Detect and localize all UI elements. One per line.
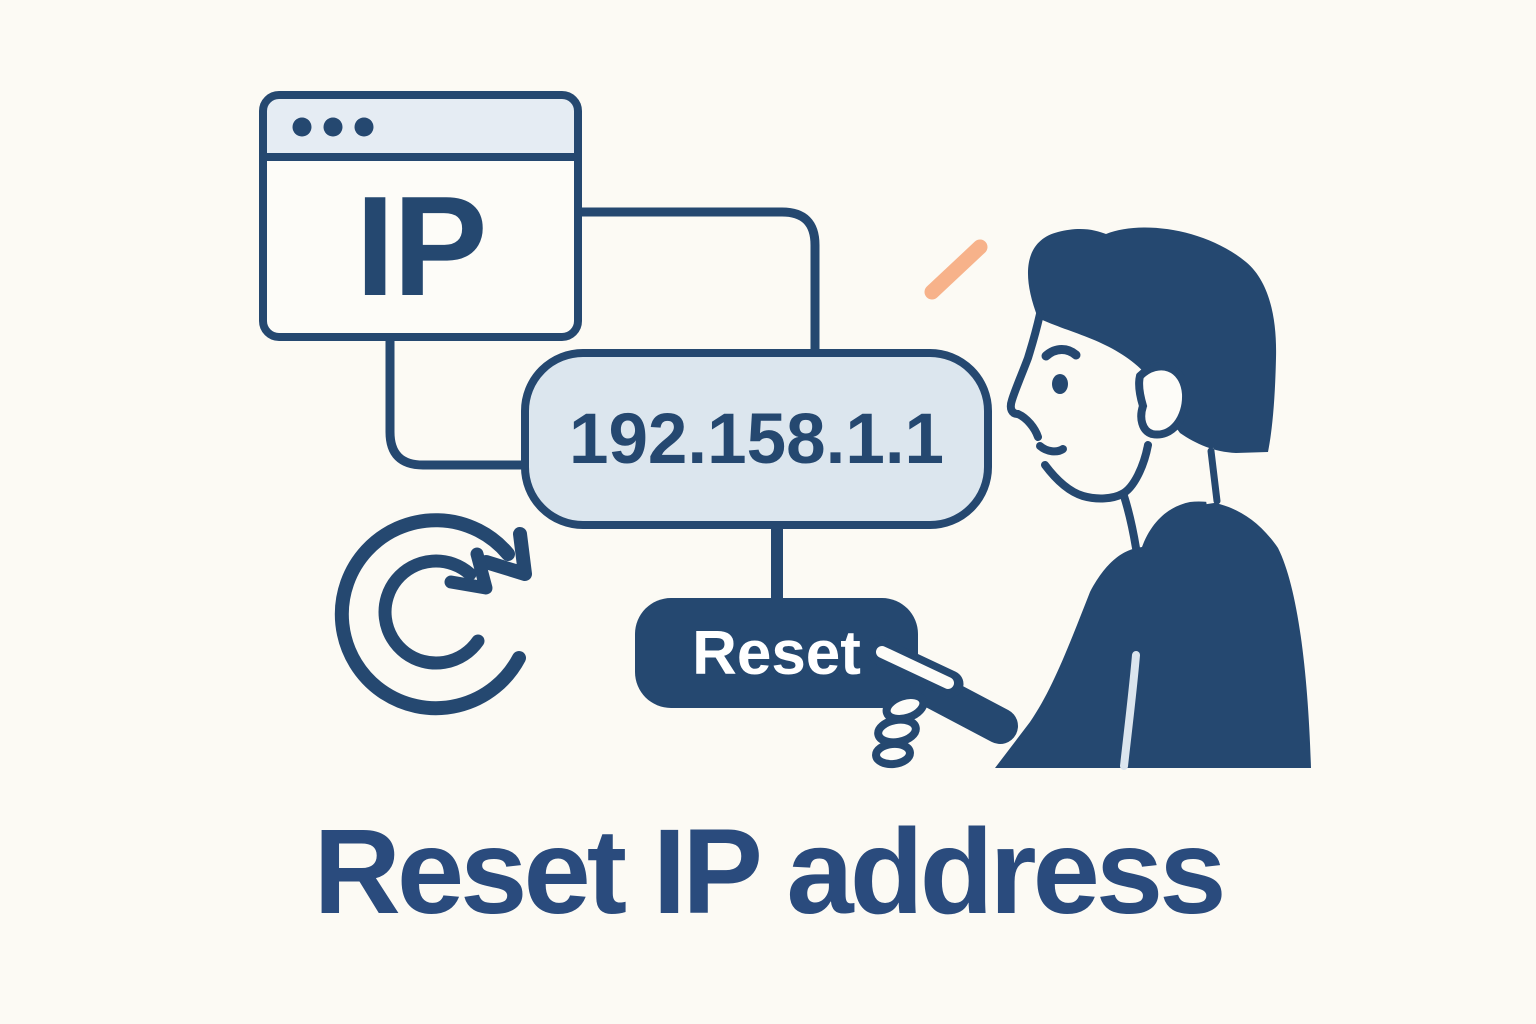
- person-hair: [1027, 227, 1277, 453]
- ip-address-value: 192.158.1.1: [568, 399, 945, 479]
- reset-button-label[interactable]: Reset: [692, 618, 861, 688]
- jacket-seam: [1120, 651, 1140, 770]
- accent-dash: [924, 239, 988, 300]
- person-eye: [1052, 374, 1068, 394]
- index-finger: [876, 646, 954, 689]
- person-ear: [1135, 362, 1191, 439]
- connector-rect-bottom-left: [385, 335, 535, 470]
- person-mouth: [1036, 442, 1067, 456]
- ip-address-pill: [521, 349, 992, 529]
- person-eyebrow: [1041, 345, 1081, 361]
- browser-header-bar: [263, 95, 578, 157]
- browser-window: [259, 91, 582, 341]
- refresh-icon: [334, 513, 532, 716]
- ip-window-label: IP: [355, 167, 487, 326]
- person-neck-back: [1207, 447, 1221, 505]
- curled-fingers: [872, 691, 928, 769]
- person-forearm: [910, 670, 1018, 744]
- person-neck-front: [1120, 492, 1140, 552]
- connector-rectangles: [385, 207, 820, 470]
- pointing-hand: [866, 637, 964, 769]
- person-illustration: [866, 227, 1311, 770]
- page-title: Reset IP address: [313, 803, 1226, 939]
- person-torso: [995, 501, 1311, 768]
- connector-rect-top-right: [570, 207, 820, 353]
- browser-frame: [259, 91, 582, 341]
- person-chin-jaw: [1041, 441, 1152, 503]
- person-face-outline: [1006, 310, 1152, 552]
- window-control-dots-icon: [292, 117, 374, 137]
- reset-button[interactable]: [635, 598, 918, 708]
